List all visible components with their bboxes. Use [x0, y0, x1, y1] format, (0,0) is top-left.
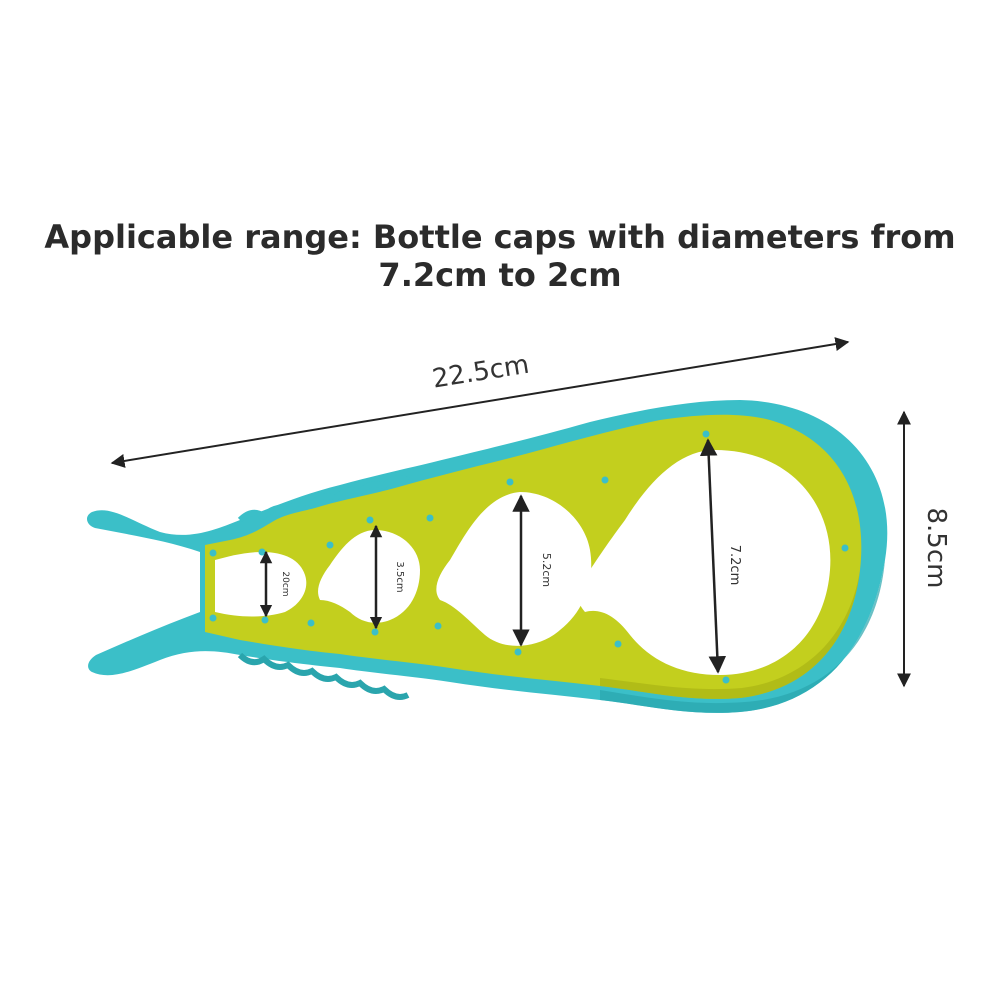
- length-arrow: [110, 337, 850, 468]
- headline-line-1: Applicable range: Bottle caps with diame…: [44, 218, 956, 256]
- stud: [702, 430, 710, 438]
- length-label: 22.5cm: [430, 350, 531, 395]
- opening-2-label: 3.5cm: [394, 561, 405, 592]
- stud: [371, 628, 379, 636]
- stud: [614, 640, 622, 648]
- stud: [426, 514, 434, 522]
- stud: [506, 478, 514, 486]
- height-label: 8.5cm: [921, 508, 951, 589]
- stud: [307, 619, 315, 627]
- opening-1-label: 20cm: [280, 571, 290, 596]
- headline-line-2: 7.2cm to 2cm: [378, 256, 622, 294]
- opening-3-label: 5.2cm: [540, 553, 553, 587]
- opening-4-arrow: [699, 438, 727, 674]
- stud: [326, 541, 334, 549]
- headline: Applicable range: Bottle caps with diame…: [0, 218, 1000, 294]
- stud: [209, 614, 217, 622]
- stud: [366, 516, 374, 524]
- stud: [261, 616, 269, 624]
- stud: [722, 676, 730, 684]
- opening-small: [318, 530, 420, 623]
- stud: [841, 544, 849, 552]
- opening-tiny: [215, 552, 307, 617]
- opening-4-label: 7.2cm: [727, 545, 742, 586]
- stud: [434, 622, 442, 630]
- stud: [514, 648, 522, 656]
- stud: [258, 548, 266, 556]
- stud: [601, 476, 609, 484]
- stud: [209, 549, 217, 557]
